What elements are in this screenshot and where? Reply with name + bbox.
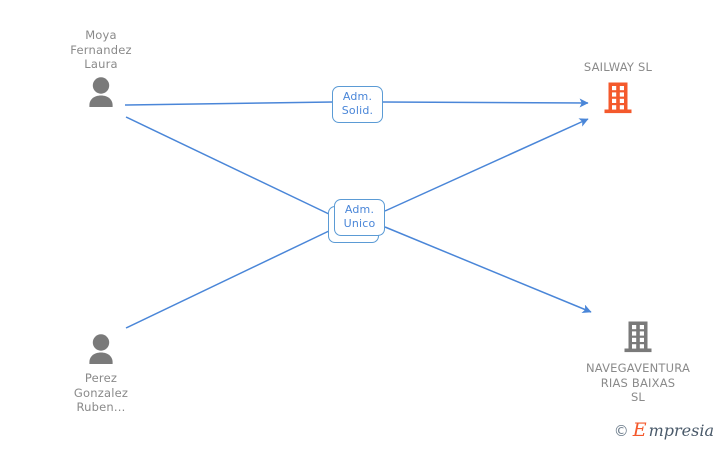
- node-label-company-2: NAVEGAVENTURA RIAS BAIXAS SL: [585, 361, 691, 404]
- edge-person1-to-sailway-right: [381, 98, 589, 108]
- brand-name: mpresia: [648, 420, 714, 440]
- edge-person1-to-sailway-left: [124, 101, 334, 106]
- edge-person2-to-sailway-right: [384, 118, 589, 212]
- node-person-moya-fernandez-laura[interactable]: Moya Fernandez Laura: [36, 28, 166, 108]
- node-label-person-2: Perez Gonzalez Ruben...: [73, 371, 129, 414]
- copyright-icon: ©: [613, 421, 629, 440]
- node-label-company-1: SAILWAY SL: [583, 60, 653, 74]
- edge-label-adm-solid-top[interactable]: Adm. Solid.: [332, 86, 383, 123]
- person-icon: [89, 334, 113, 364]
- edge-label-adm-unico-front[interactable]: Adm. Unico: [334, 199, 385, 236]
- node-company-navegaventura-rias-baixas-sl[interactable]: NAVEGAVENTURA RIAS BAIXAS SL: [573, 320, 703, 405]
- brand-initial: E: [632, 419, 647, 441]
- node-company-sailway-sl[interactable]: SAILWAY SL: [553, 60, 683, 115]
- node-person-perez-gonzalez-ruben[interactable]: Perez Gonzalez Ruben...: [36, 333, 166, 415]
- empresia-watermark: © E mpresia: [614, 421, 714, 440]
- building-icon: [604, 82, 632, 113]
- building-icon: [624, 321, 652, 353]
- edge-person2-to-sailway-left: [125, 229, 332, 329]
- person-icon: [89, 76, 113, 107]
- edge-person1-to-navegaventura-left: [125, 116, 332, 216]
- node-label-person-1: Moya Fernandez Laura: [70, 28, 132, 71]
- edge-person1-to-navegaventura-right: [384, 226, 592, 313]
